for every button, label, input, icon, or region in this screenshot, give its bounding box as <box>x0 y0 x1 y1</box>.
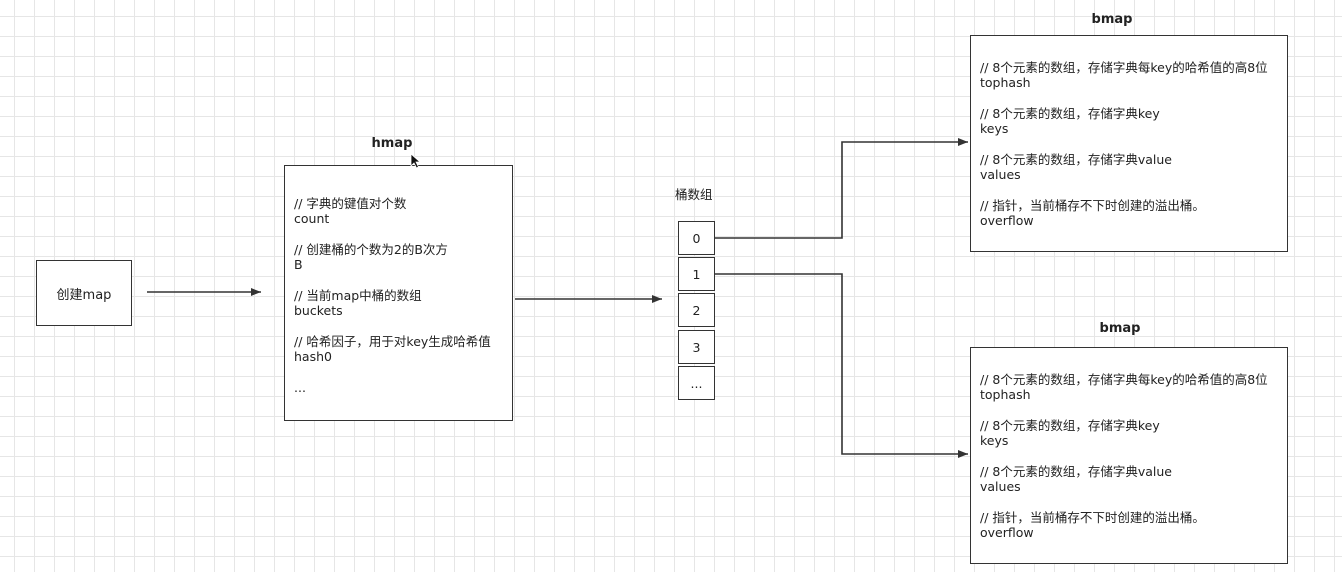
field-name: values <box>980 167 1021 182</box>
mouse-cursor-icon <box>410 153 422 169</box>
field-comment: // 指针，当前桶存不下时创建的溢出桶。 <box>980 198 1205 213</box>
bmap-bottom-node[interactable]: // 8个元素的数组，存储字典每key的哈希值的高8位 tophash // 8… <box>970 347 1288 564</box>
field-comment: // 8个元素的数组，存储字典每key的哈希值的高8位 <box>980 372 1268 387</box>
bucket-array-title: 桶数组 <box>675 187 713 202</box>
bmap-field: // 8个元素的数组，存储字典每key的哈希值的高8位 tophash <box>980 60 1268 90</box>
arrow-bucket1-to-bmap-bottom <box>715 273 968 458</box>
field-comment: // 创建桶的个数为2的B次方 <box>294 242 448 257</box>
field-name: B <box>294 257 303 272</box>
field-comment: // 8个元素的数组，存储字典key <box>980 418 1160 433</box>
bmap-field: // 8个元素的数组，存储字典value values <box>980 464 1268 494</box>
bmap-top-title: bmap <box>1091 12 1133 27</box>
field-comment: // 8个元素的数组，存储字典value <box>980 464 1172 479</box>
bucket-cell-0[interactable]: 0 <box>678 221 715 255</box>
bmap-top-node[interactable]: // 8个元素的数组，存储字典每key的哈希值的高8位 tophash // 8… <box>970 35 1288 252</box>
hmap-field-list: // 字典的键值对个数 count // 创建桶的个数为2的B次方 B // 当… <box>294 196 491 395</box>
field-comment: // 当前map中桶的数组 <box>294 288 422 303</box>
bmap-field: // 指针，当前桶存不下时创建的溢出桶。 overflow <box>980 510 1268 540</box>
bmap-field: // 8个元素的数组，存储字典key keys <box>980 106 1268 136</box>
field-name: tophash <box>980 75 1031 90</box>
arrow-bucket0-to-bmap-top <box>715 138 968 239</box>
hmap-field: // 当前map中桶的数组 buckets <box>294 288 491 318</box>
field-comment: // 8个元素的数组，存储字典每key的哈希值的高8位 <box>980 60 1268 75</box>
field-name: hash0 <box>294 349 332 364</box>
hmap-ellipsis: ... <box>294 380 306 395</box>
bmap-field-list: // 8个元素的数组，存储字典每key的哈希值的高8位 tophash // 8… <box>980 372 1268 556</box>
bucket-cell-2[interactable]: 2 <box>678 293 715 327</box>
field-name: buckets <box>294 303 343 318</box>
bmap-field: // 8个元素的数组，存储字典value values <box>980 152 1268 182</box>
bmap-field: // 8个元素的数组，存储字典每key的哈希值的高8位 tophash <box>980 372 1268 402</box>
field-name: keys <box>980 433 1009 448</box>
field-name: keys <box>980 121 1009 136</box>
field-name: overflow <box>980 525 1034 540</box>
hmap-title: hmap <box>371 136 413 151</box>
field-name: values <box>980 479 1021 494</box>
bmap-field: // 指针，当前桶存不下时创建的溢出桶。 overflow <box>980 198 1268 228</box>
bmap-field: // 8个元素的数组，存储字典key keys <box>980 418 1268 448</box>
field-name: count <box>294 211 330 226</box>
hmap-field: // 哈希因子，用于对key生成哈希值 hash0 <box>294 334 491 364</box>
field-name: overflow <box>980 213 1034 228</box>
field-comment: // 8个元素的数组，存储字典key <box>980 106 1160 121</box>
hmap-node[interactable]: // 字典的键值对个数 count // 创建桶的个数为2的B次方 B // 当… <box>284 165 513 421</box>
bmap-bottom-title: bmap <box>1099 321 1141 336</box>
hmap-field: // 字典的键值对个数 count <box>294 196 491 226</box>
bucket-cell-ellipsis[interactable]: ... <box>678 366 715 400</box>
field-comment: // 哈希因子，用于对key生成哈希值 <box>294 334 491 349</box>
create-map-label: 创建map <box>56 287 112 303</box>
bucket-cell-3[interactable]: 3 <box>678 330 715 364</box>
field-comment: // 字典的键值对个数 <box>294 196 407 211</box>
field-comment: // 指针，当前桶存不下时创建的溢出桶。 <box>980 510 1205 525</box>
bmap-field-list: // 8个元素的数组，存储字典每key的哈希值的高8位 tophash // 8… <box>980 60 1268 244</box>
field-comment: // 8个元素的数组，存储字典value <box>980 152 1172 167</box>
hmap-field: // 创建桶的个数为2的B次方 B <box>294 242 491 272</box>
create-map-node[interactable]: 创建map <box>36 260 132 326</box>
field-name: tophash <box>980 387 1031 402</box>
bucket-cell-1[interactable]: 1 <box>678 257 715 291</box>
